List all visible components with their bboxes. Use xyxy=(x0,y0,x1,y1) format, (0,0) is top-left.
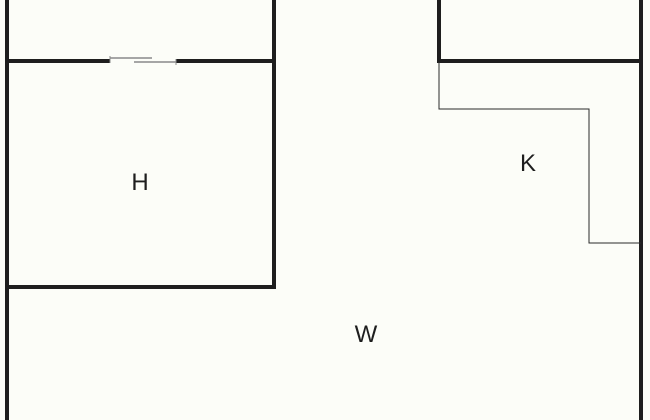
room-k-label: K xyxy=(519,150,537,177)
room-w-label: W xyxy=(354,321,378,348)
kitchen-outline xyxy=(438,62,641,244)
room-h-label: H xyxy=(131,169,149,196)
sliding-door xyxy=(109,56,177,65)
